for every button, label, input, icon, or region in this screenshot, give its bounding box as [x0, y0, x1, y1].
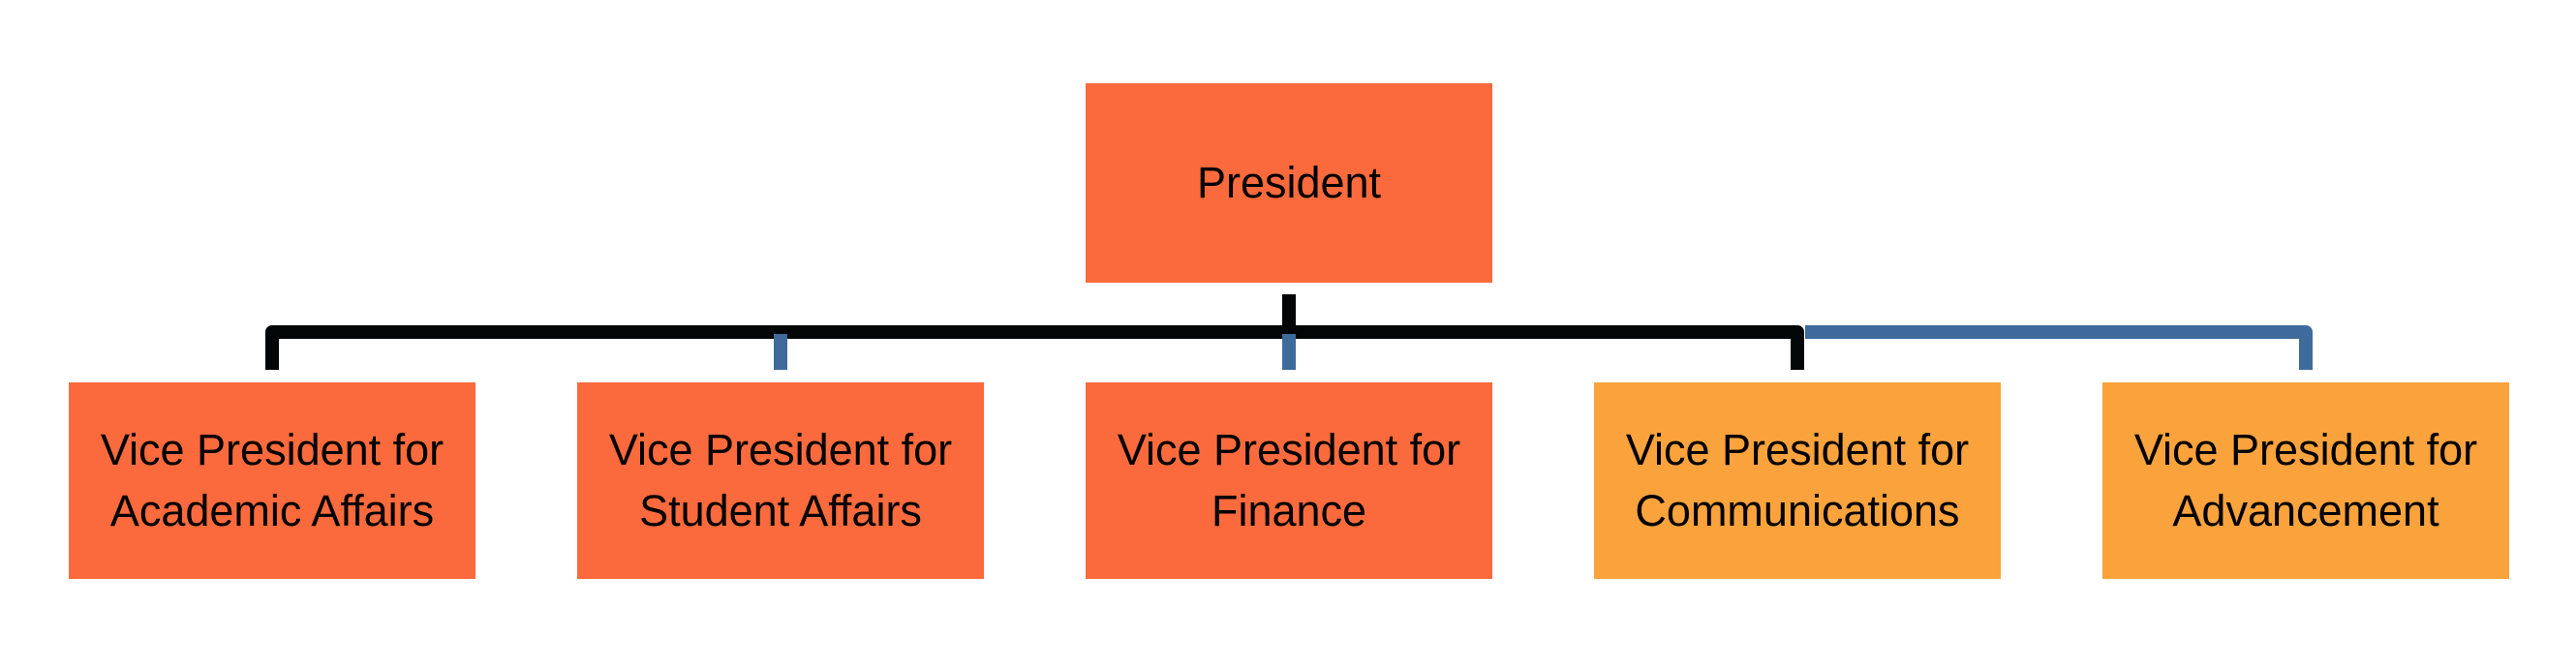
org-node-vp-academic-affairs-label: Vice President for Academic Affairs	[100, 425, 445, 535]
org-node-vp-academic-affairs[interactable]: Vice President for Academic Affairs	[69, 382, 475, 579]
org-node-president[interactable]: President	[1086, 83, 1492, 283]
org-node-vp-finance-label: Vice President for Finance	[1117, 425, 1461, 535]
connector-black-rail	[265, 325, 1804, 370]
org-node-vp-advancement-label: Vice President for Advancement	[2133, 425, 2478, 535]
org-node-vp-communications-label: Vice President for Communications	[1625, 425, 1970, 535]
org-node-vp-student-affairs-label: Vice President for Student Affairs	[608, 425, 953, 535]
org-node-vp-advancement[interactable]: Vice President for Advancement	[2102, 382, 2509, 579]
org-node-vp-communications[interactable]: Vice President for Communications	[1594, 382, 2001, 579]
org-node-vp-student-affairs[interactable]: Vice President for Student Affairs	[577, 382, 984, 579]
org-node-vp-finance[interactable]: Vice President for Finance	[1086, 382, 1492, 579]
connector-blue-rail	[1805, 325, 2313, 370]
org-node-president-label: President	[1196, 157, 1382, 207]
